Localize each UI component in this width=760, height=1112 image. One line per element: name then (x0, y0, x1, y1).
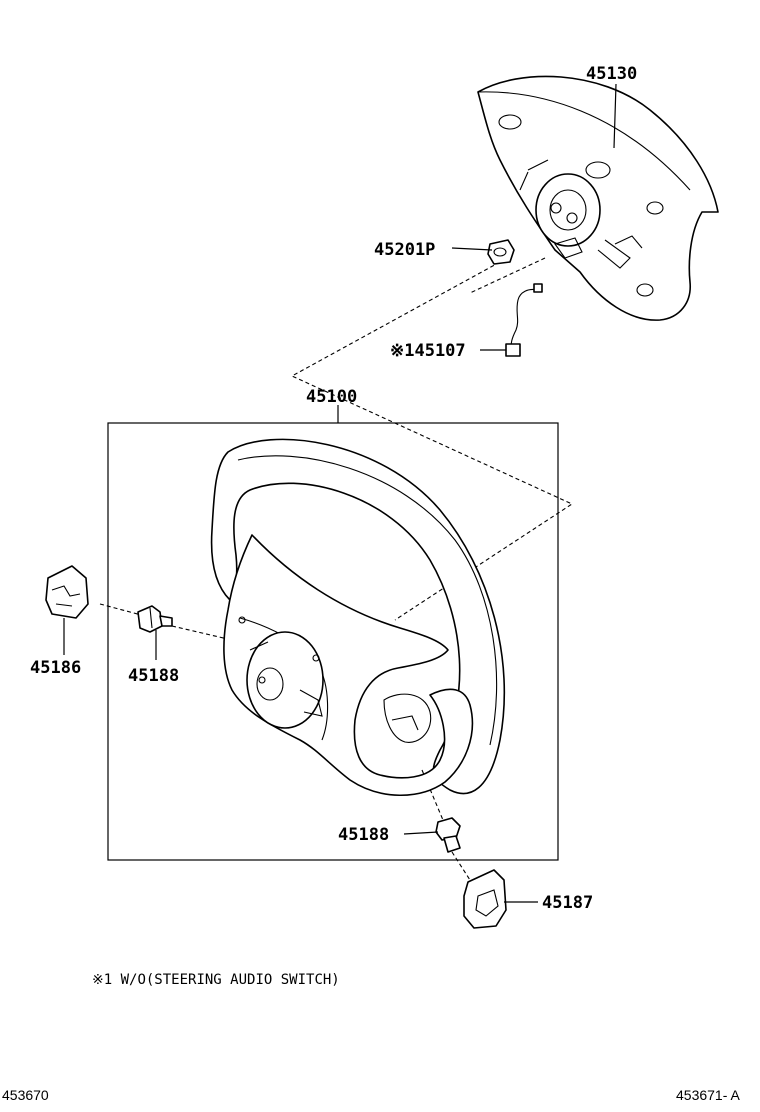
assembly-dashed-lines (99, 257, 574, 881)
right-cover-part (463, 869, 507, 929)
lower-screw-part (435, 817, 461, 853)
label-right-cover: 45187 (542, 893, 593, 913)
wire-harness-part (505, 283, 543, 357)
airbag-pad-part (477, 75, 719, 321)
label-left-cover: 45186 (30, 658, 81, 678)
label-left-screw: 45188 (128, 666, 179, 686)
left-screw-part (137, 605, 173, 633)
steering-wheel-part (210, 438, 506, 797)
label-airbag-pad: 45130 (586, 64, 637, 84)
nut-part (487, 239, 515, 265)
footnote: ※1 W/O(STEERING AUDIO SWITCH) (92, 972, 340, 988)
footer-left-code: 453670 (2, 1087, 49, 1103)
label-nut: 45201P (374, 240, 435, 260)
label-wire-harness: ※145107 (390, 341, 466, 361)
label-lower-screw: 45188 (338, 825, 389, 845)
footer-right-code: 453671- A (676, 1087, 740, 1103)
assembly-frame (107, 422, 559, 861)
label-steering-wheel: 45100 (306, 387, 357, 407)
leader-lines (63, 83, 617, 903)
left-cover-part (45, 565, 89, 619)
